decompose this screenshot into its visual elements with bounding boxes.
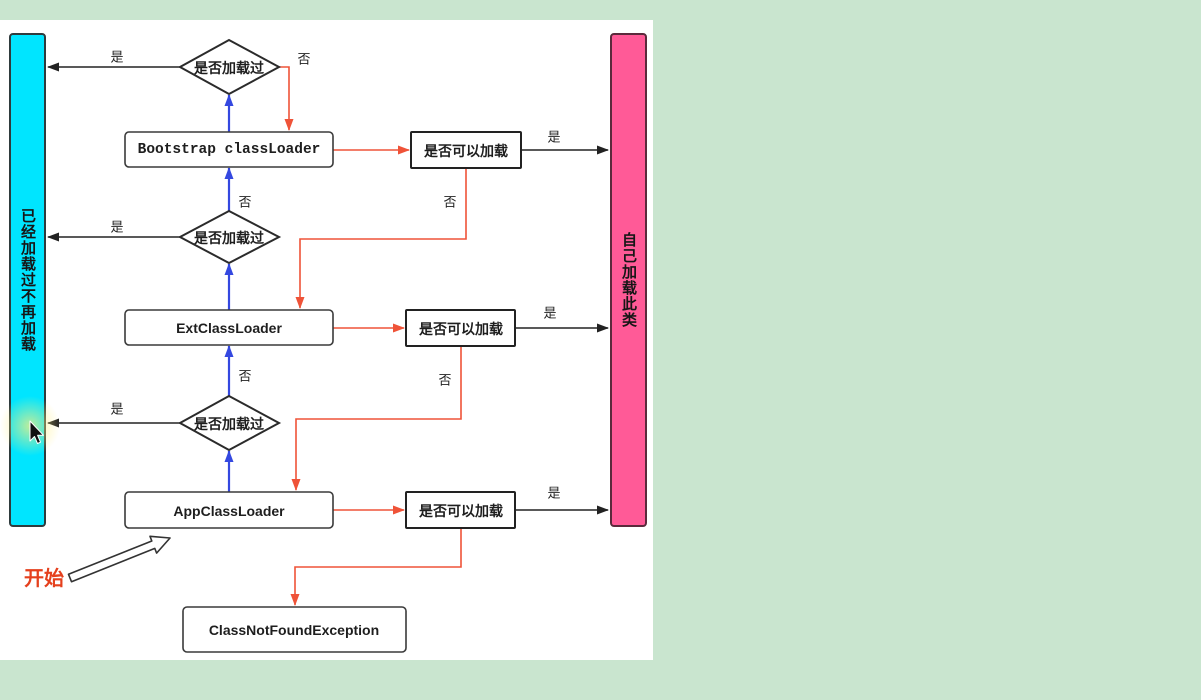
start-label: 开始 (24, 566, 64, 590)
decision-label: 是否加载过 (194, 60, 264, 76)
check-can-load-bootstrap: 是否可以加载 (410, 131, 522, 169)
right-bar-load-class: 自己加载此类 (610, 33, 647, 527)
mouse-cursor-icon (0, 396, 60, 456)
edge-label-no: 否 (238, 369, 251, 384)
edge-label-no: 否 (297, 52, 310, 67)
arrow-check-bootstrap-no (279, 66, 294, 131)
edge-label-no: 否 (238, 195, 251, 210)
node-ext-classloader: ExtClassLoader (124, 309, 334, 346)
node-app-classloader: AppClassLoader (124, 491, 334, 529)
edge-label-yes: 是 (547, 486, 560, 501)
left-bar-label: 已经加载过不再加载 (19, 208, 37, 352)
decision-loaded-app: 是否加载过 (177, 394, 282, 452)
check-label: 是否可以加载 (419, 503, 503, 519)
node-class-not-found-exception: ClassNotFoundException (182, 606, 407, 653)
edge-label-no: 否 (443, 195, 456, 210)
arrow-can-load-bootstrap-no (295, 168, 467, 309)
edge-label-yes: 是 (543, 306, 556, 321)
decision-label: 是否加载过 (194, 416, 264, 432)
arrow-can-load-ext-no (291, 346, 462, 491)
check-can-load-app: 是否可以加载 (405, 491, 516, 529)
decision-loaded-bootstrap: 是否加载过 (177, 38, 282, 96)
arrow-can-load-app-no (290, 528, 462, 606)
right-bar-label: 自己加载此类 (620, 232, 638, 328)
node-label: AppClassLoader (173, 503, 285, 519)
exception-label: ClassNotFoundException (209, 622, 379, 638)
edge-label-yes: 是 (110, 50, 123, 65)
check-can-load-ext: 是否可以加载 (405, 309, 516, 347)
edge-label-yes: 是 (110, 220, 123, 235)
edge-label-yes: 是 (547, 130, 560, 145)
edge-label-yes: 是 (110, 402, 123, 417)
hollow-arrow-icon (67, 535, 171, 583)
check-label: 是否可以加载 (419, 321, 503, 337)
decision-label: 是否加载过 (194, 230, 264, 246)
decision-loaded-ext: 是否加载过 (177, 209, 282, 265)
node-bootstrap-classloader: Bootstrap classLoader (124, 131, 334, 168)
edge-label-no: 否 (438, 373, 451, 388)
node-label: Bootstrap classLoader (138, 142, 321, 158)
node-label: ExtClassLoader (176, 320, 282, 336)
check-label: 是否可以加载 (424, 143, 508, 159)
